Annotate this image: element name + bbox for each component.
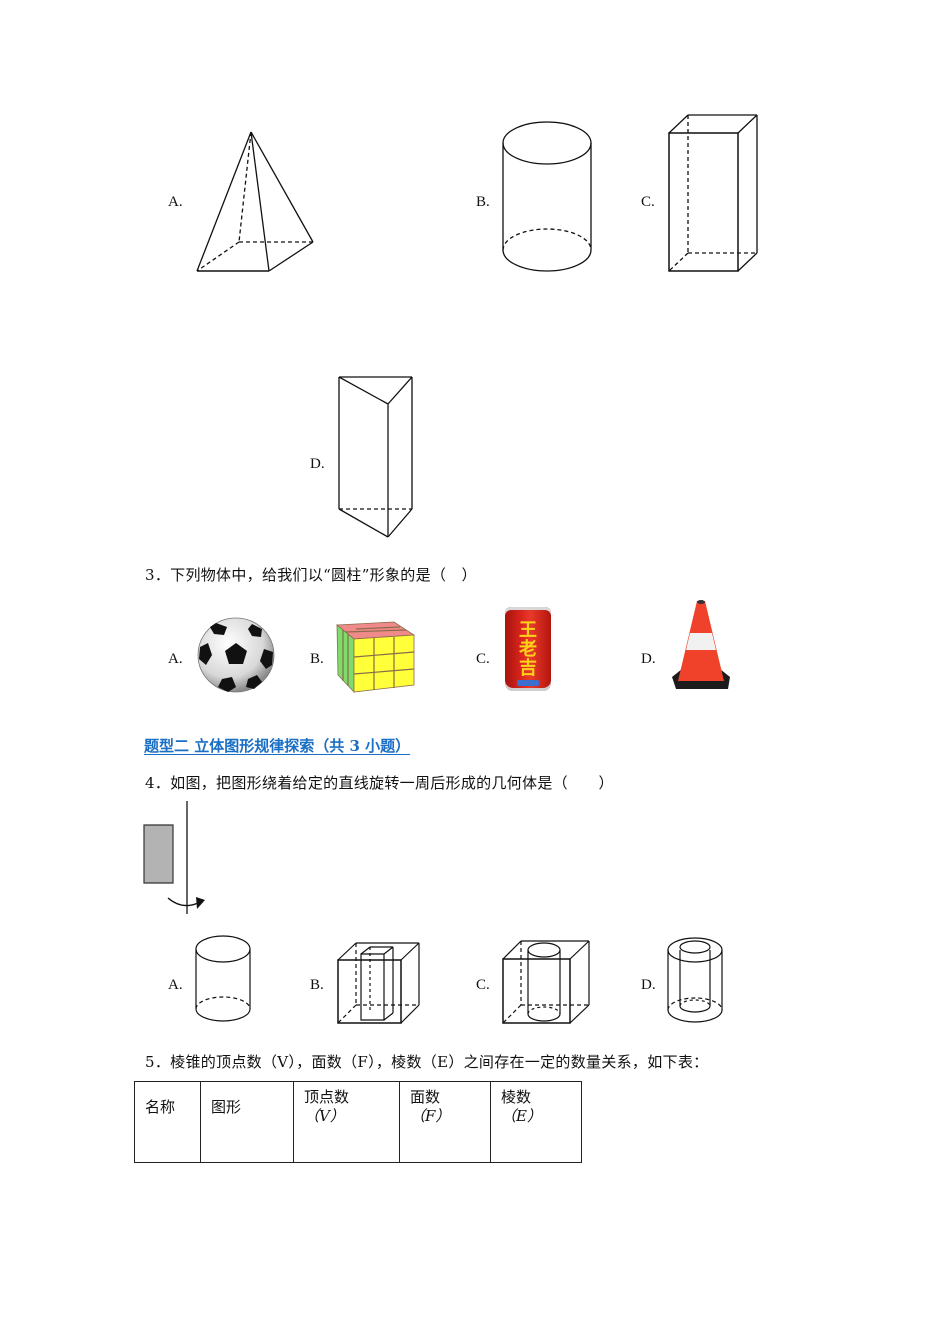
triangular-prism-icon [0, 0, 950, 560]
pyramid-properties-table: 名称 图形 顶点数（V） 面数（F） 棱数（E） [134, 1081, 582, 1163]
table-header-row: 名称 图形 顶点数（V） 面数（F） 棱数（E） [134, 1081, 582, 1163]
traffic-cone-image [672, 600, 730, 689]
square-pyramid-icon [0, 0, 950, 300]
q4-option-d-label: D. [641, 977, 656, 993]
cylinder-icon [0, 0, 950, 300]
q2-option-c-label: C. [641, 194, 655, 210]
header-figure: 图形 [200, 1081, 294, 1163]
cube-with-cylinder-hole-icon [0, 0, 950, 1030]
question-4-text: 4．如图，把图形绕着给定的直线旋转一周后形成的几何体是（ ） [145, 774, 614, 792]
soccer-ball-image [196, 617, 276, 693]
q2-option-b-label: B. [476, 194, 490, 210]
section-heading: 题型二 立体图形规律探索（共 3 小题） [144, 737, 411, 755]
drink-can-image: 王老吉 [505, 607, 551, 691]
rotation-figure [0, 0, 205, 930]
header-vertices: 顶点数（V） [293, 1081, 400, 1163]
header-edges: 棱数（E） [490, 1081, 582, 1163]
can-brand-text: 王老吉 [519, 620, 537, 679]
q3-option-d-label: D. [641, 651, 656, 667]
rectangular-prism-icon [0, 0, 950, 300]
q4-option-c-label: C. [476, 977, 490, 993]
q3-option-b-label: B. [310, 651, 324, 667]
hollow-cylinder-icon [0, 0, 950, 1030]
q3-option-c-label: C. [476, 651, 490, 667]
cylinder-icon [0, 0, 950, 1030]
header-faces: 面数（F） [399, 1081, 491, 1163]
cube-with-square-hole-icon [0, 0, 950, 1030]
question-5-text: 5．棱锥的顶点数（V），面数（F），棱数（E）之间存在一定的数量关系，如下表： [145, 1053, 709, 1071]
q4-option-b-label: B. [310, 977, 324, 993]
rotation-arrow-icon [168, 898, 198, 906]
q2-option-a-label: A. [168, 194, 183, 210]
q2-option-d-label: D. [310, 456, 325, 472]
header-name: 名称 [134, 1081, 201, 1163]
rubiks-cube-image [334, 617, 416, 693]
gray-rectangle [144, 825, 173, 883]
question-3-text: 3．下列物体中，给我们以“圆柱”形象的是（ ） [145, 566, 477, 584]
q4-option-a-label: A. [168, 977, 183, 993]
q3-option-a-label: A. [168, 651, 183, 667]
